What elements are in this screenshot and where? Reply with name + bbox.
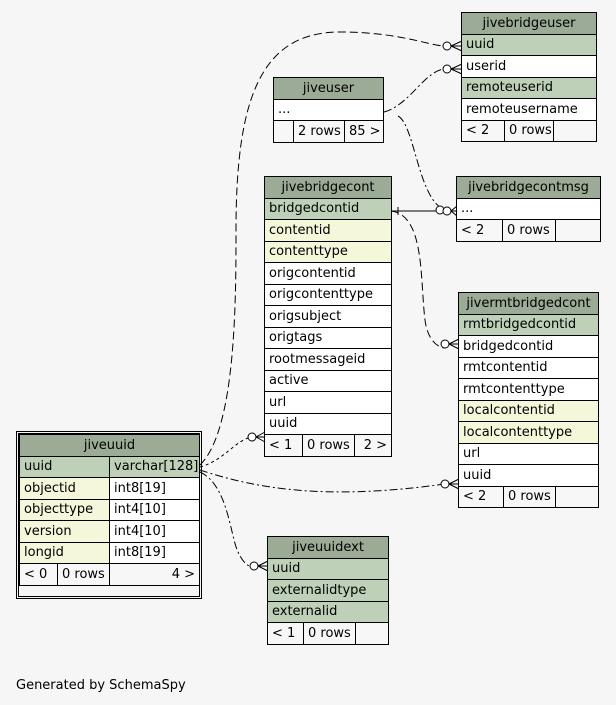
- column-localcontenttype[interactable]: localcontenttype: [457, 421, 600, 444]
- parents-count[interactable]: < 1: [267, 622, 304, 645]
- column-version[interactable]: version: [19, 520, 110, 543]
- children-count: [554, 219, 602, 242]
- column-active[interactable]: active: [263, 369, 393, 392]
- row-count: 0 rows: [302, 434, 355, 457]
- column-userid[interactable]: userid: [460, 55, 598, 78]
- parents-count[interactable]: < 1: [264, 434, 303, 457]
- table-jiveuuid[interactable]: jiveuuid uuid varchar[128] objectid int8…: [18, 434, 201, 586]
- column-bridgedcontid[interactable]: bridgedcontid: [457, 335, 600, 358]
- generator-credit: Generated by SchemaSpy: [16, 678, 186, 693]
- crowfoot-circle: [442, 64, 452, 74]
- rel-jiveuuid-jivebridgecont: [199, 436, 253, 468]
- children-count: [554, 485, 600, 508]
- column-uuid[interactable]: uuid: [263, 412, 393, 435]
- column-objectid-type: int8[19]: [108, 477, 201, 500]
- column-url[interactable]: url: [263, 391, 393, 414]
- table-jivermtbridgedcont[interactable]: jivermtbridgedcont rmtbridgedcontid brid…: [457, 292, 600, 508]
- parents-count[interactable]: < 2: [458, 485, 504, 508]
- table-jivebridgeuser[interactable]: jivebridgeuser uuid userid remoteuserid …: [460, 12, 598, 142]
- children-count: [354, 622, 390, 645]
- crowfoot-circle: [440, 479, 450, 489]
- children-count: [552, 119, 598, 142]
- column-uuid[interactable]: uuid: [266, 557, 390, 580]
- table-title[interactable]: jiveuuid: [18, 434, 201, 457]
- table-title[interactable]: jivebridgeuser: [460, 12, 598, 35]
- column-origcontenttype[interactable]: origcontenttype: [263, 283, 393, 306]
- column-rootmessageid[interactable]: rootmessageid: [263, 348, 393, 371]
- rel-jivebridgecont-jivermtbridgedcont: [390, 210, 446, 349]
- table-jiveuuidext[interactable]: jiveuuidext uuid externalidtype external…: [266, 536, 390, 645]
- column-contenttype[interactable]: contenttype: [263, 240, 393, 263]
- column-uuid[interactable]: uuid: [19, 455, 110, 478]
- column-contentid[interactable]: contentid: [263, 219, 393, 242]
- row-count: 0 rows: [502, 219, 556, 242]
- crowfoot-circle: [440, 339, 450, 349]
- row-count: 2 rows: [293, 120, 345, 143]
- column-remoteuserid[interactable]: remoteuserid: [460, 76, 598, 99]
- column-origcontentid[interactable]: origcontentid: [263, 262, 393, 285]
- rel-jiveuser-jivebridgecontmsg: [397, 115, 446, 211]
- column-bridgedcontid[interactable]: bridgedcontid: [263, 197, 393, 220]
- column-origtags[interactable]: origtags: [263, 326, 393, 349]
- column-ellipsis[interactable]: ...: [455, 197, 602, 220]
- column-externalidtype[interactable]: externalidtype: [266, 579, 390, 602]
- rel-jiveuuid-jiveuuidext: [199, 471, 259, 569]
- column-url[interactable]: url: [457, 442, 600, 465]
- column-version-type: int4[10]: [108, 520, 201, 543]
- column-ellipsis[interactable]: ...: [273, 98, 384, 121]
- rel-jiveuser-jivebridgeuser: [383, 68, 446, 113]
- column-uuid[interactable]: uuid: [457, 464, 600, 487]
- column-longid-type: int8[19]: [108, 541, 201, 564]
- parents-count[interactable]: < 2: [456, 219, 503, 242]
- children-count[interactable]: 85 >: [344, 120, 384, 143]
- column-externalid[interactable]: externalid: [266, 600, 390, 623]
- focus-table-frame: [16, 431, 202, 599]
- table-title[interactable]: jivebridgecontmsg: [455, 176, 602, 199]
- table-title[interactable]: jivebridgecont: [263, 176, 393, 199]
- row-count: 0 rows: [57, 563, 110, 586]
- column-rmtbridgedcontid[interactable]: rmtbridgedcontid: [457, 313, 600, 336]
- column-remoteusername[interactable]: remoteusername: [460, 98, 598, 121]
- column-rmtcontentid[interactable]: rmtcontentid: [457, 356, 600, 379]
- row-count: 0 rows: [503, 485, 556, 508]
- column-uuid-type: varchar[128]: [108, 455, 201, 478]
- table-title[interactable]: jiveuuidext: [266, 536, 390, 559]
- column-longid[interactable]: longid: [19, 541, 110, 564]
- crowfoot-circle: [247, 432, 257, 442]
- column-localcontentid[interactable]: localcontentid: [457, 399, 600, 422]
- parents-count[interactable]: < 0: [19, 563, 58, 586]
- row-count: 0 rows: [504, 119, 554, 142]
- column-objecttype[interactable]: objecttype: [19, 498, 110, 521]
- table-jivebridgecont[interactable]: jivebridgecont bridgedcontid contentid c…: [263, 176, 393, 457]
- table-jivebridgecontmsg[interactable]: jivebridgecontmsg ... < 2 0 rows: [455, 176, 602, 242]
- children-count[interactable]: 2 >: [353, 434, 393, 457]
- parents-count[interactable]: < 2: [461, 119, 505, 142]
- column-rmtcontenttype[interactable]: rmtcontenttype: [457, 378, 600, 401]
- column-objecttype-type: int4[10]: [108, 498, 201, 521]
- crowfoot-circle: [442, 41, 452, 51]
- row-count: 0 rows: [303, 622, 356, 645]
- crowfoot-circle: [442, 206, 452, 216]
- table-title[interactable]: jivermtbridgedcont: [457, 292, 600, 315]
- column-objectid[interactable]: objectid: [19, 477, 110, 500]
- table-title[interactable]: jiveuser: [273, 77, 384, 100]
- column-origsubject[interactable]: origsubject: [263, 305, 393, 328]
- table-jiveuser[interactable]: jiveuser ... 2 rows 85 >: [273, 77, 384, 143]
- parents-count: [273, 120, 294, 143]
- crowfoot-circle: [249, 561, 259, 571]
- rel-jiveuuid-jivermtbridgedcont: [199, 469, 446, 493]
- children-count[interactable]: 4 >: [108, 563, 201, 586]
- rel-jiveuuid-jivebridgeuser: [199, 31, 446, 466]
- column-uuid[interactable]: uuid: [460, 33, 598, 56]
